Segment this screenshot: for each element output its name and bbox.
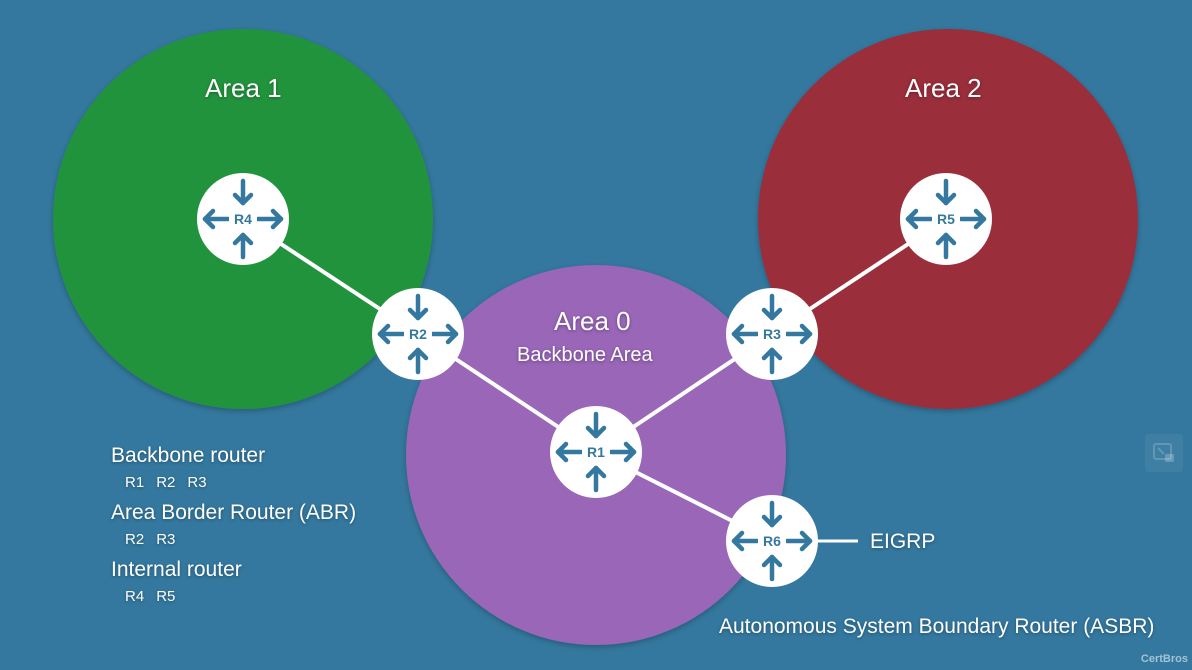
router-r4: R4 (197, 173, 289, 265)
router-r5: R5 (900, 173, 992, 265)
picture-in-picture-icon (1153, 443, 1174, 462)
legend-items-internal: R4 R5 (111, 588, 187, 605)
certbros-watermark: CertBros (1140, 653, 1188, 665)
legend-heading-internal: Internal router (111, 558, 242, 581)
legend-item: R1 (125, 474, 145, 491)
legend-heading-backbone: Backbone router (111, 444, 266, 467)
asbr-label: Autonomous System Boundary Router (ASBR) (719, 615, 1155, 638)
legend-item: R4 (125, 588, 145, 605)
legend-item: R2 (156, 474, 176, 491)
legend-item: R2 (125, 531, 145, 548)
legend-items-abr: R2 R3 (111, 531, 187, 548)
legend-item: R5 (156, 588, 176, 605)
router-r2: R2 (372, 288, 464, 380)
legend-heading-abr: Area Border Router (ABR) (111, 501, 357, 524)
legend-item: R3 (156, 531, 176, 548)
area-2-title: Area 2 (905, 73, 982, 103)
router-r6: R6 (726, 495, 818, 587)
area-0-subtitle: Backbone Area (517, 344, 653, 366)
router-r3: R3 (726, 288, 818, 380)
picture-in-picture-button[interactable] (1145, 434, 1183, 472)
router-label: R6 (763, 533, 781, 549)
router-label: R4 (234, 211, 252, 227)
area-0-title: Area 0 (554, 306, 631, 336)
router-label: R5 (937, 211, 955, 227)
router-label: R1 (587, 444, 605, 460)
area-1-title: Area 1 (205, 73, 282, 103)
router-label: R3 (763, 326, 781, 342)
router-r1: R1 (550, 406, 642, 498)
router-label: R2 (409, 326, 427, 342)
legend-item: R3 (187, 474, 207, 491)
legend-items-backbone: R1 R2 R3 (111, 474, 219, 491)
eigrp-label: EIGRP (870, 530, 936, 553)
